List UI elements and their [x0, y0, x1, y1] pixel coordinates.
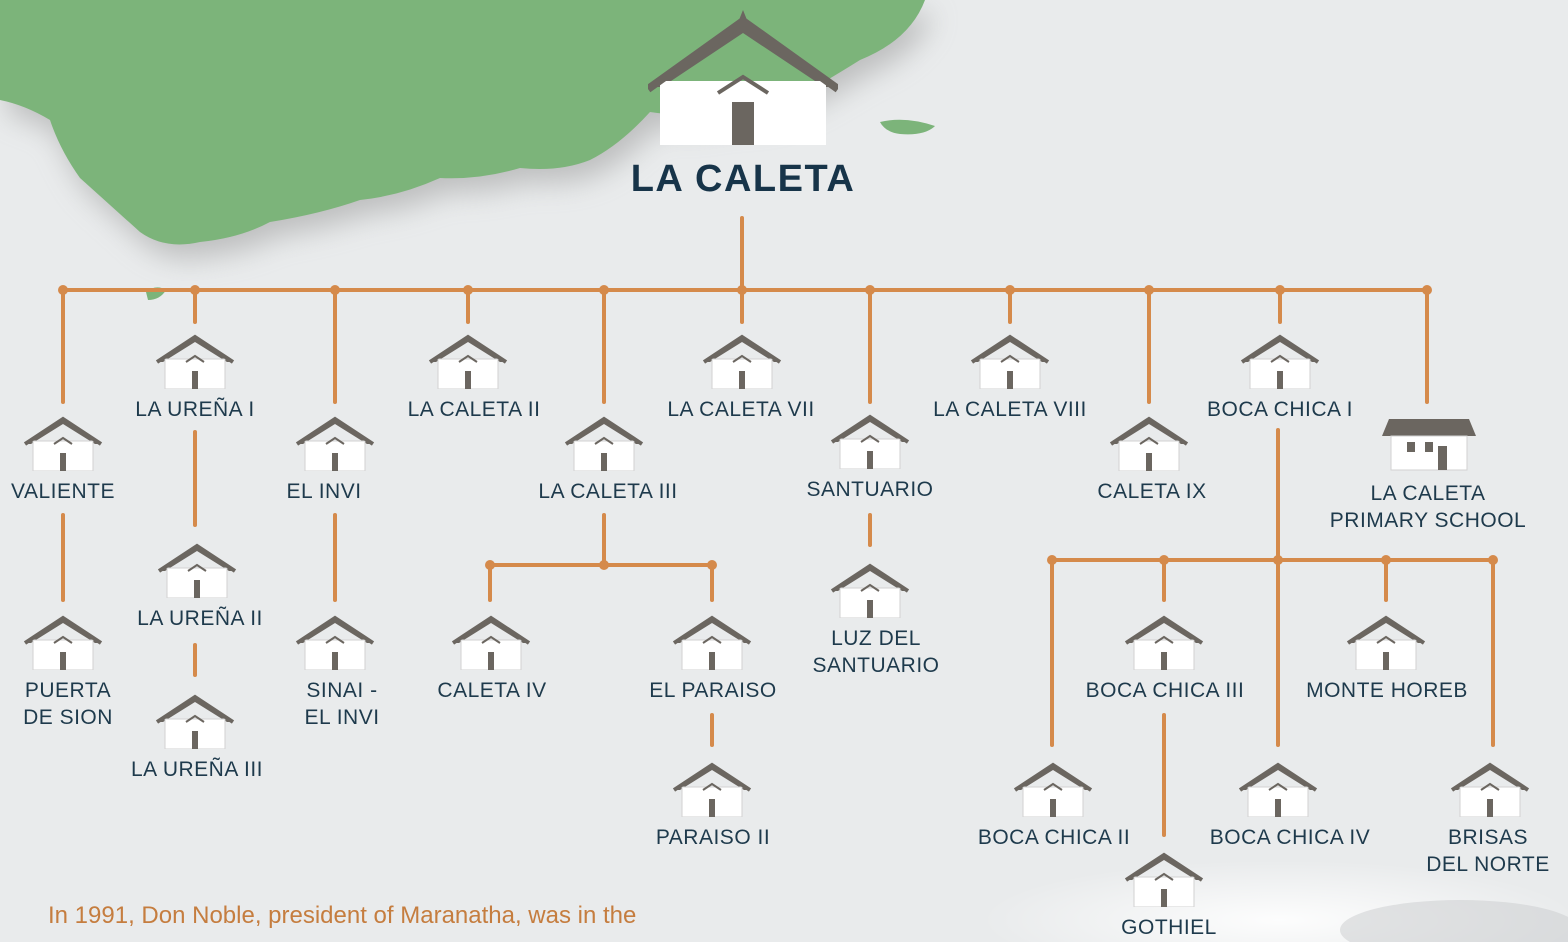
church-label-el-invi: EL INVI — [286, 480, 362, 503]
church-icon — [1013, 762, 1093, 817]
connector-node — [190, 285, 200, 295]
church-label-caleta-ix: CALETA IX — [1097, 480, 1207, 503]
church-icon — [830, 414, 910, 469]
church-icon — [1124, 615, 1204, 670]
church-label-boca-chica-i: BOCA CHICA I — [1206, 398, 1354, 421]
connector-node — [485, 560, 495, 570]
church-icon — [564, 416, 644, 471]
connector-node — [707, 560, 717, 570]
church-icon — [157, 543, 237, 598]
church-icon — [970, 334, 1050, 389]
connector-node — [1005, 285, 1015, 295]
church-icon — [155, 694, 235, 749]
church-icon — [295, 615, 375, 670]
church-label-el-paraiso: EL PARAISO — [649, 679, 777, 702]
school-label: LA CALETA PRIMARY SCHOOL — [1329, 482, 1527, 532]
church-icon — [23, 416, 103, 471]
church-label-paraiso-ii: PARAISO II — [655, 826, 771, 849]
church-icon — [295, 416, 375, 471]
church-label-valiente: VALIENTE — [11, 480, 115, 503]
church-icon — [648, 5, 838, 145]
church-label-la-caleta-ii: LA CALETA II — [407, 398, 541, 421]
church-label-monte-horeb: MONTE HOREB — [1306, 679, 1468, 702]
church-label-boca-chica-iv: BOCA CHICA IV — [1209, 826, 1371, 849]
church-icon — [1238, 762, 1318, 817]
connector-node — [463, 285, 473, 295]
church-label-boca-chica-iii: BOCA CHICA III — [1085, 679, 1245, 702]
school-building-icon — [1381, 416, 1477, 472]
connector-node — [1275, 285, 1285, 295]
connector-node — [1144, 285, 1154, 295]
connector-node — [1422, 285, 1432, 295]
church-icon — [702, 334, 782, 389]
church-label-boca-chica-ii: BOCA CHICA II — [977, 826, 1131, 849]
church-label-sinai-el-invi: SINAI -EL INVI — [304, 679, 380, 729]
root-church-label: LA CALETA — [630, 158, 856, 200]
church-icon — [1124, 852, 1204, 907]
connector-node — [1047, 555, 1057, 565]
church-icon — [672, 762, 752, 817]
church-label-caleta-iv: CALETA IV — [437, 679, 547, 702]
church-icon — [23, 615, 103, 670]
connector-node — [1159, 555, 1169, 565]
church-icon — [1240, 334, 1320, 389]
connector-node — [330, 285, 340, 295]
church-label-la-caleta-vii: LA CALETA VII — [667, 398, 815, 421]
church-label-la-caleta-viii: LA CALETA VIII — [933, 398, 1087, 421]
church-label-gothiel: GOTHIEL — [1121, 916, 1217, 939]
connector-node — [599, 285, 609, 295]
church-icon — [451, 615, 531, 670]
church-icon — [1450, 762, 1530, 817]
church-icon — [830, 563, 910, 618]
church-icon — [155, 334, 235, 389]
intro-text: In 1991, Don Noble, president of Maranat… — [48, 902, 637, 929]
connector-node — [865, 285, 875, 295]
church-label-la-urena-i: LA UREÑA I — [135, 398, 255, 421]
church-label-la-urena-ii: LA UREÑA II — [137, 607, 263, 630]
connector-node — [1273, 555, 1283, 565]
church-label-la-urena-iii: LA UREÑA III — [130, 758, 264, 781]
church-icon — [1346, 615, 1426, 670]
church-label-la-caleta-iii: LA CALETA III — [538, 480, 678, 503]
connector-node — [1488, 555, 1498, 565]
church-label-santuario: SANTUARIO — [806, 478, 934, 501]
church-icon — [428, 334, 508, 389]
connector-node — [1381, 555, 1391, 565]
connector-node — [737, 285, 747, 295]
church-icon — [672, 615, 752, 670]
connector-node — [599, 560, 609, 570]
connector-node — [58, 285, 68, 295]
church-icon — [1109, 416, 1189, 471]
